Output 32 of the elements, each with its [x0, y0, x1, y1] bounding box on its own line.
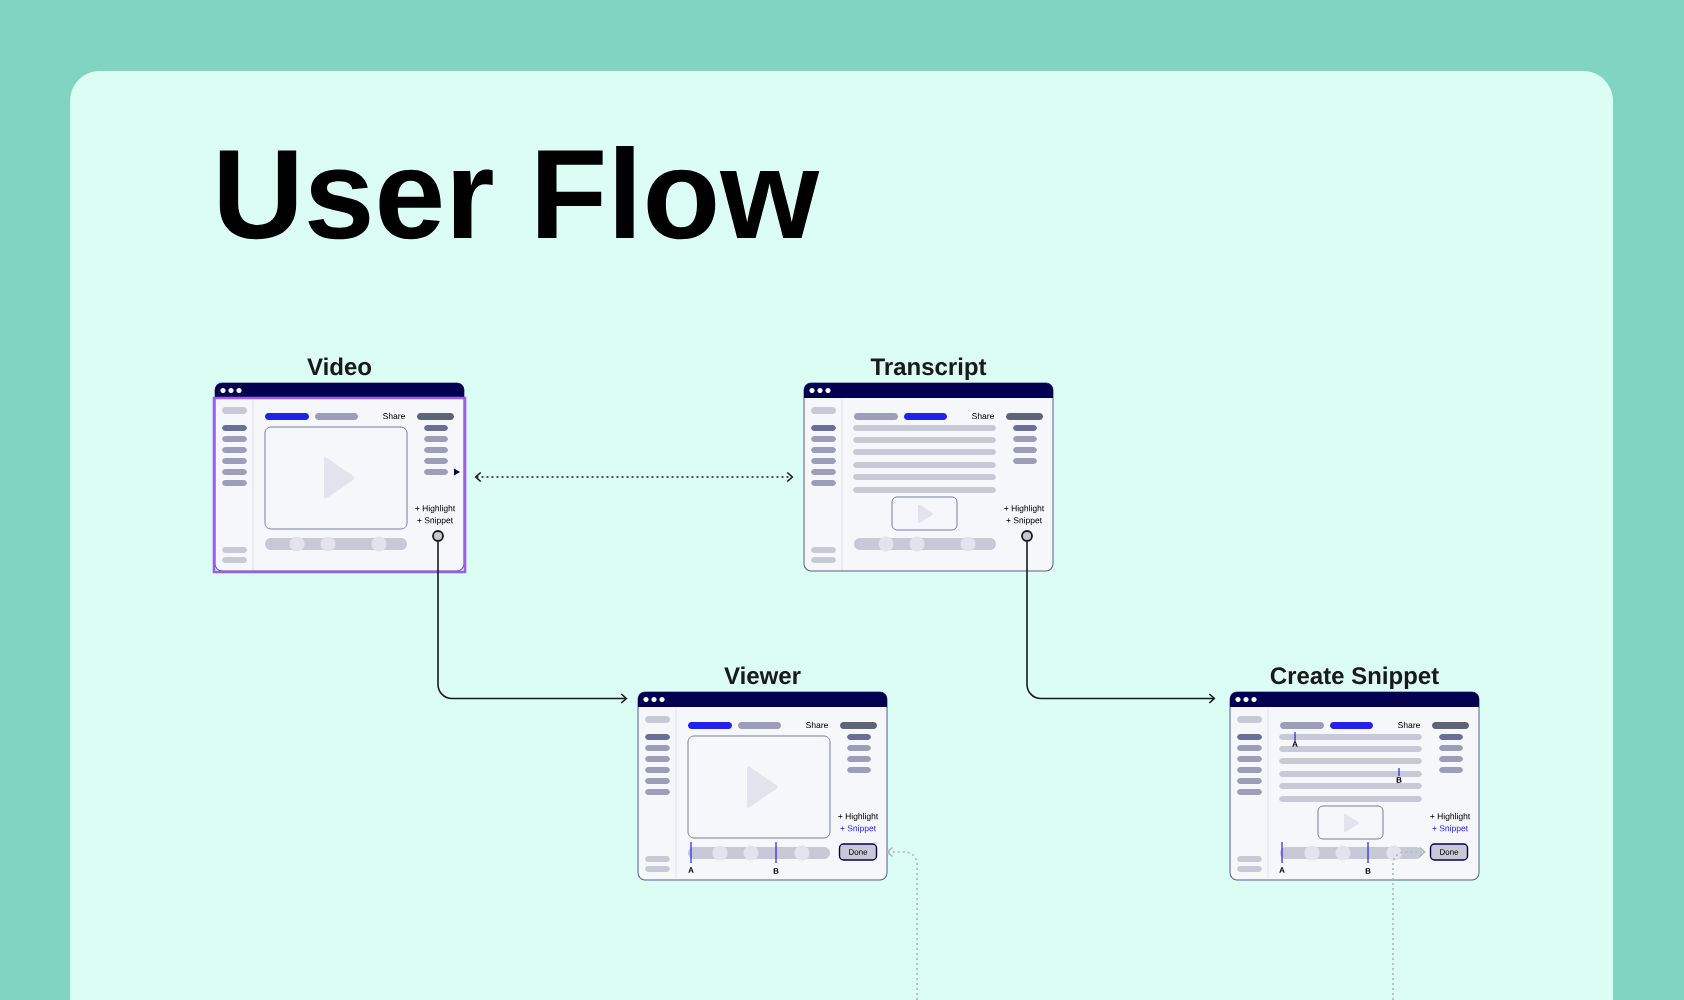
arrow	[474, 471, 794, 483]
share-label: Share	[806, 721, 828, 729]
marker-label: B	[773, 868, 779, 874]
menu-option: + Snippet	[840, 825, 876, 833]
marker-label: A	[1279, 867, 1285, 873]
share-label: Share	[972, 412, 994, 420]
page-title: User Flow	[219, 145, 820, 240]
arrow	[1026, 541, 1216, 704]
share-label: Share	[1398, 721, 1420, 729]
connector-handle	[432, 530, 444, 542]
marker-label: B	[1365, 868, 1371, 874]
marker-label: A	[1292, 741, 1298, 747]
window-title: Create Snippet	[1270, 666, 1439, 689]
arrow	[886, 846, 918, 1000]
done-button: Done	[1429, 843, 1469, 861]
menu-option: + Snippet	[1006, 517, 1042, 525]
window-title: Transcript	[870, 357, 987, 380]
marker-label: A	[688, 867, 694, 873]
menu-option: + Highlight	[1004, 505, 1045, 513]
arrow	[1392, 846, 1426, 1000]
window-title: Video	[307, 357, 372, 376]
menu-option: + Snippet	[417, 517, 453, 525]
menu-option: + Highlight	[415, 505, 456, 513]
menu-option: + Snippet	[1432, 825, 1468, 833]
menu-option: + Highlight	[838, 813, 879, 821]
marker-label: B	[1396, 777, 1402, 783]
menu-option: + Highlight	[1430, 813, 1471, 821]
arrow	[437, 541, 628, 704]
share-label: Share	[383, 412, 405, 420]
window-title: Viewer	[724, 666, 801, 685]
connector-handle	[1021, 530, 1033, 542]
done-button: Done	[838, 843, 878, 861]
